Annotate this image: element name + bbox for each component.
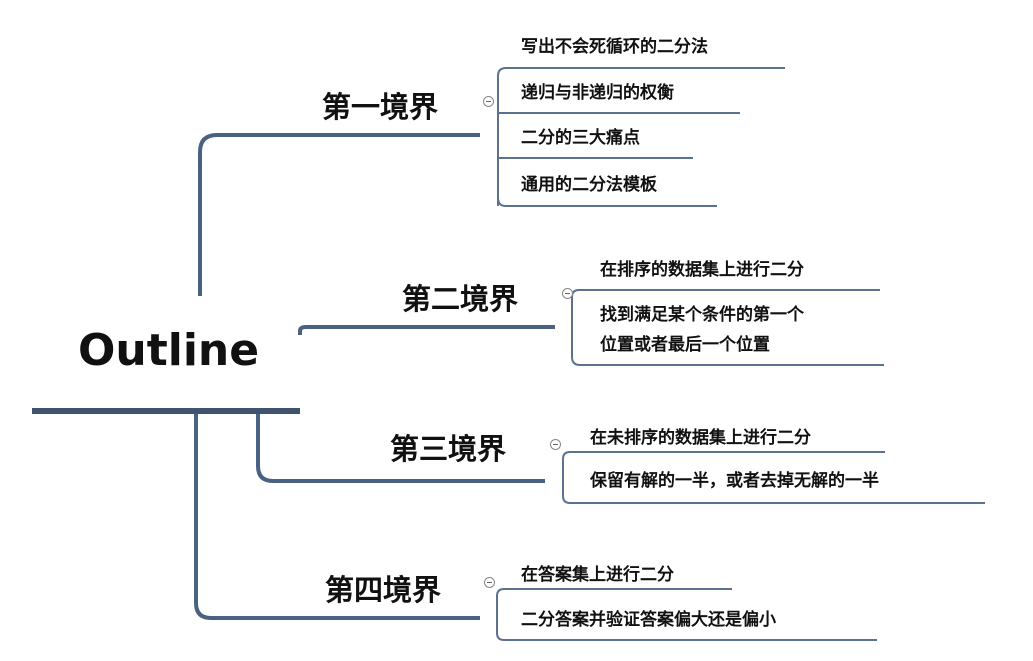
branch-2-item-1: 在排序的数据集上进行二分 (600, 260, 804, 280)
branch-1-item-1: 写出不会死循环的二分法 (521, 37, 708, 57)
branch-1-connector (198, 133, 480, 296)
leaf-4-2-connector (496, 603, 877, 641)
branch-1-item-2: 递归与非递归的权衡 (521, 83, 674, 103)
branch-3-item-1: 在未排序的数据集上进行二分 (590, 428, 811, 448)
leaf-1-1-connector (497, 67, 785, 92)
branch-2-collapse-icon[interactable] (562, 288, 573, 299)
branch-4-title: 第四境界 (325, 573, 442, 607)
leaf-4-1-connector (496, 588, 732, 603)
branch-2-connector (298, 325, 555, 335)
branch-2-item-2: 找到满足某个条件的第一个 位置或者最后一个位置 (600, 305, 804, 355)
branch-2-title: 第二境界 (402, 282, 519, 316)
branch-3-connector (256, 414, 545, 483)
branch-1-title: 第一境界 (322, 90, 439, 124)
root-node: Outline (78, 325, 260, 376)
leaf-2-2-connector (571, 310, 884, 366)
branch-4-item-1: 在答案集上进行二分 (521, 565, 674, 585)
branch-3-collapse-icon[interactable] (550, 439, 561, 450)
branch-1-collapse-icon[interactable] (483, 96, 494, 107)
branch-1-item-4: 通用的二分法模板 (521, 175, 657, 195)
branch-4-connector (194, 414, 480, 620)
branch-4-item-2: 二分答案并验证答案偏大还是偏小 (521, 610, 776, 630)
branch-1-item-3: 二分的三大痛点 (521, 128, 640, 148)
leaf-3-1-connector (562, 451, 885, 466)
branch-4-collapse-icon[interactable] (484, 577, 495, 588)
leaf-2-1-connector (571, 289, 880, 310)
branch-3-title: 第三境界 (390, 432, 507, 466)
leaf-1-4-connector (497, 197, 717, 207)
branch-3-item-2: 保留有解的一半，或者去掉无解的一半 (590, 471, 879, 491)
leaf-3-2-connector (562, 466, 985, 504)
